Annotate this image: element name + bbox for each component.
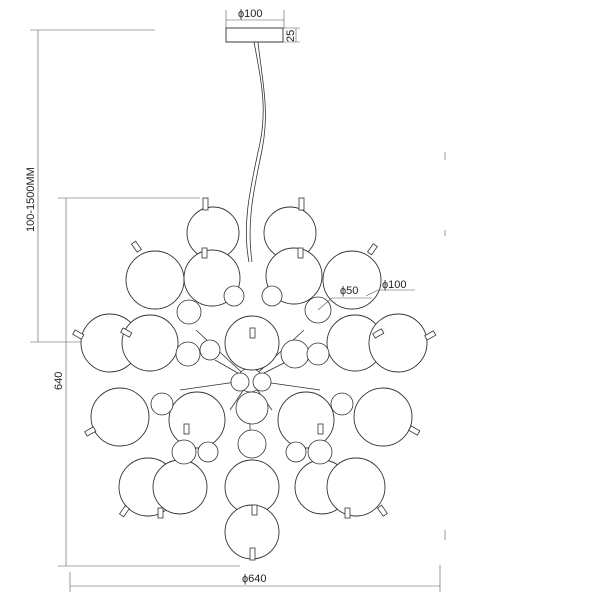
body-diameter-label: ϕ640: [242, 573, 267, 585]
large-globe-diameter-label: ϕ100: [382, 279, 407, 291]
suspension-length-dimension: 100-1500MM: [25, 29, 155, 343]
body-diameter-dimension: ϕ640: [69, 565, 441, 592]
small-globe-diameter-label: ϕ50: [340, 285, 358, 297]
body-height-label: 640: [53, 372, 65, 390]
canopy-height-label: 25: [285, 30, 297, 42]
globe-diameter-callouts: ϕ50 ϕ100: [317, 279, 415, 311]
canopy-diameter-label: ϕ100: [238, 8, 263, 20]
small-globes: [150, 285, 354, 465]
canopy-diameter-dimension: ϕ100: [225, 8, 285, 28]
suspension-length-label: 100-1500MM: [25, 167, 37, 232]
bulb-sockets: [72, 197, 437, 561]
body-height-dimension: 640: [53, 197, 240, 567]
ceiling-canopy: [225, 27, 284, 43]
suspension-cables: [245, 41, 266, 263]
canopy-height-dimension: 25: [283, 27, 300, 43]
